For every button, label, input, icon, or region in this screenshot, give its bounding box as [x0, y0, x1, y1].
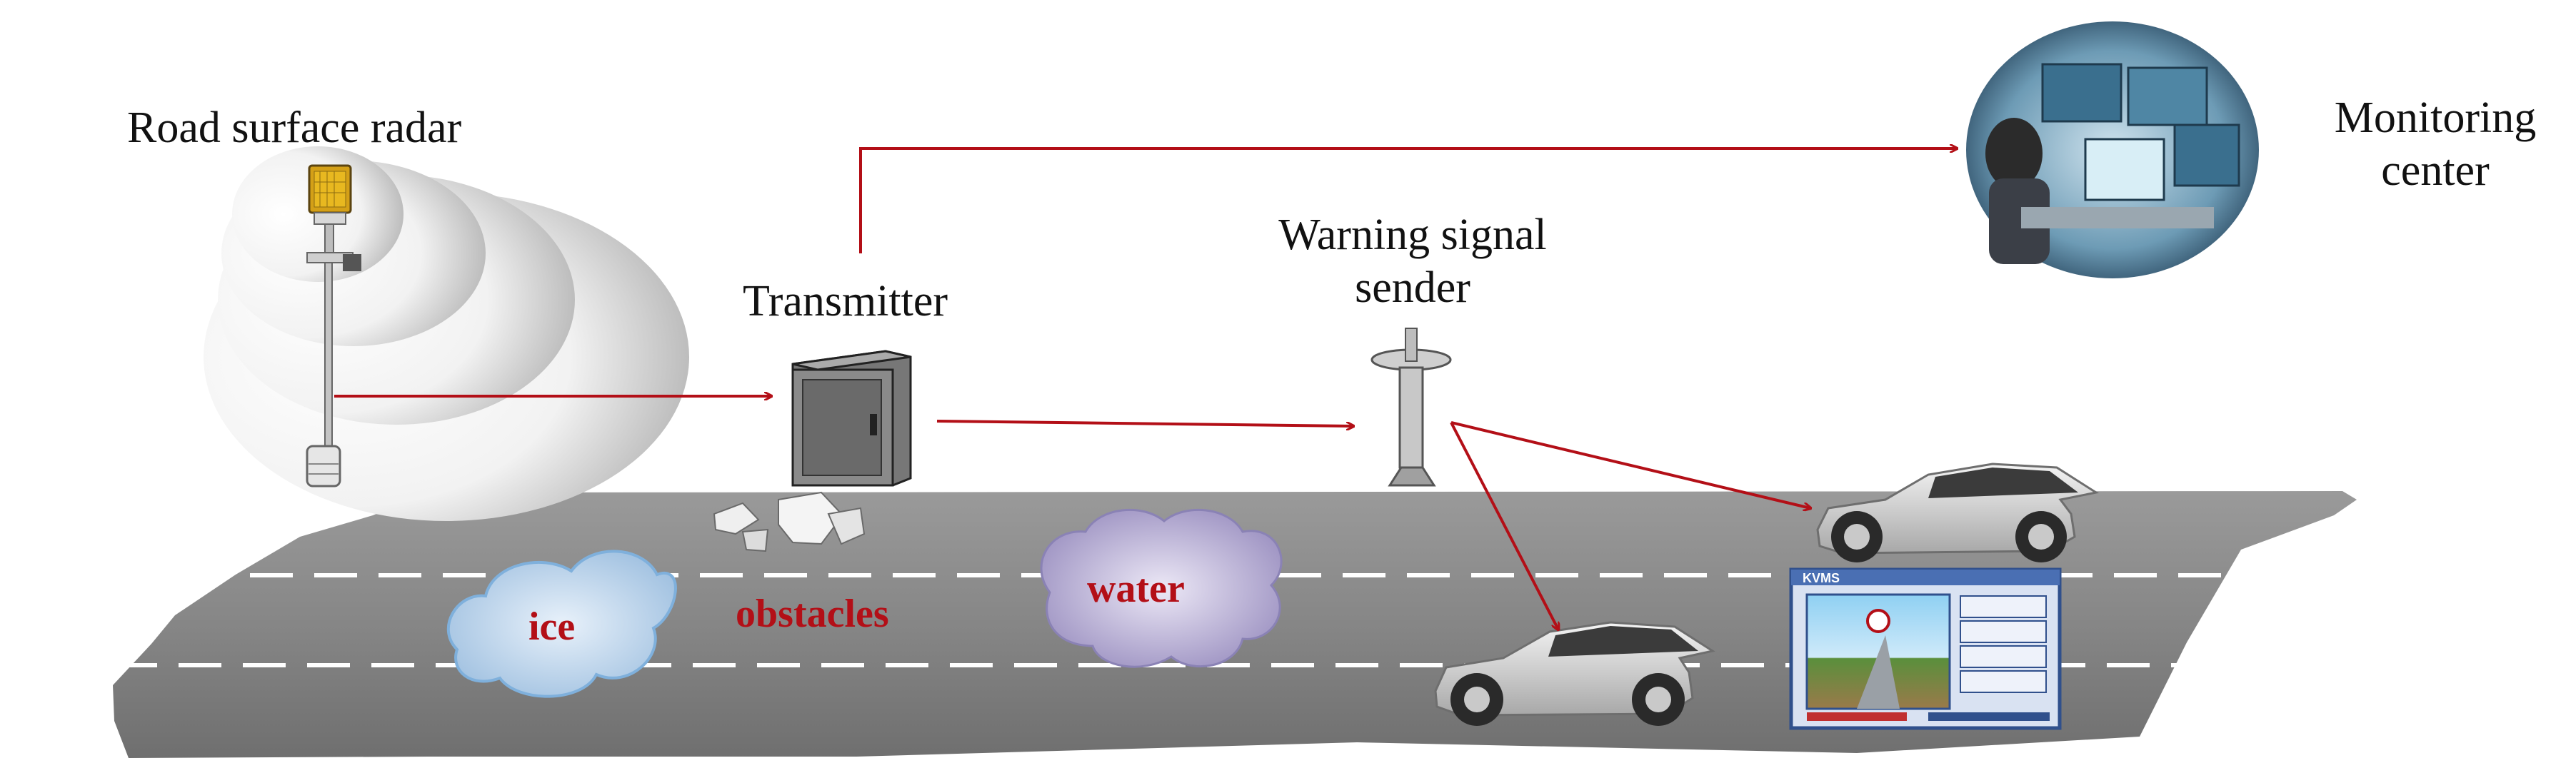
arrow-transmitter-to-sender [936, 420, 1353, 426]
warning-sender-label: Warning signal sender [1248, 208, 1577, 315]
signal-arrows [334, 148, 1957, 630]
radar-waves [204, 146, 689, 521]
monitoring-room-photo [1966, 21, 2259, 278]
radar-label: Road surface radar [127, 103, 462, 152]
arrow-sender-to-car-lower [1450, 422, 1558, 630]
car-icon-2 [1434, 621, 1715, 726]
vms-brand: KVMS [1803, 571, 1840, 585]
arrow-sender-to-car-upper [1450, 421, 1810, 508]
radar-pole-icon [306, 164, 361, 487]
hazard-water-label: water [1087, 567, 1185, 611]
hazard-ice-label: ice [528, 605, 576, 649]
monitoring-center-label-line1: Monitoring [2334, 94, 2537, 142]
warning-sender-post-icon [1370, 328, 1452, 487]
water-patch [1040, 508, 1283, 668]
monitoring-center-label-line2: center [2381, 146, 2490, 196]
transmitter-box-icon [791, 350, 912, 487]
warning-sender-label-line2: sender [1355, 263, 1470, 313]
obstacles-rubble-icon [713, 491, 866, 552]
transmitter-label: Transmitter [743, 277, 948, 325]
monitoring-center-label: Monitoring center [2314, 91, 2557, 198]
car-icon [1816, 463, 2099, 562]
vms-screen-icon: KVMS [1789, 567, 2062, 730]
hazard-obstacles-label: obstacles [736, 592, 889, 636]
ice-patch [446, 550, 677, 698]
arrow-transmitter-to-monitoring [859, 148, 1957, 253]
warning-sender-label-line1: Warning signal [1278, 211, 1547, 259]
